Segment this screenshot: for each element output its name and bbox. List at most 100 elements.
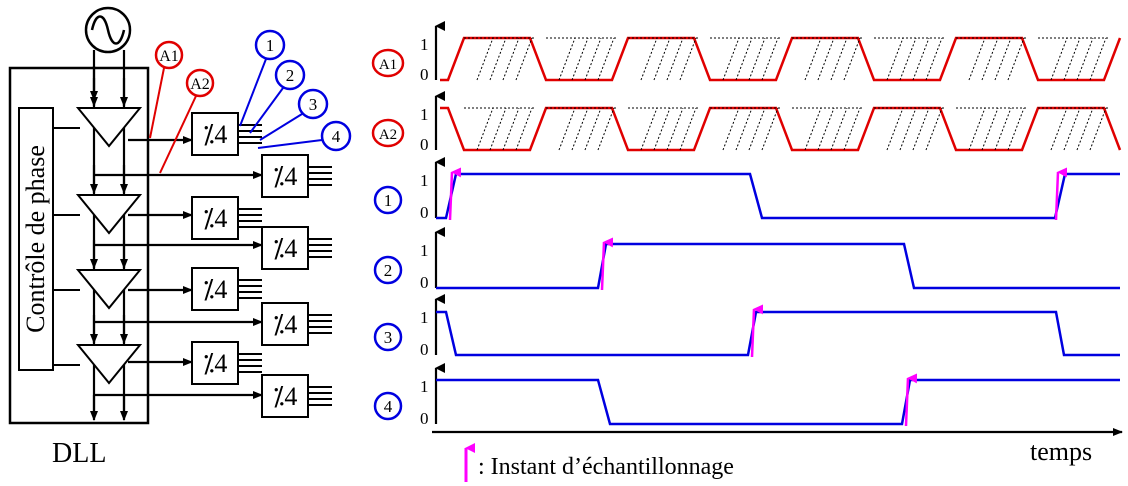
divider-box: [261, 374, 309, 418]
phase-ghost-edge: [558, 107, 576, 151]
phase-ghost-edge: [653, 107, 671, 151]
divider-label: ⁒4: [203, 120, 228, 149]
phase-ghost-edge: [722, 107, 740, 151]
timing-row-3: 103: [373, 294, 445, 359]
sampling-arrow-icon: [600, 237, 614, 291]
divider-label: ⁒4: [273, 382, 298, 411]
timing-row-4: 1 0 4: [373, 363, 445, 428]
callout-1: 1: [239, 29, 286, 127]
waveform-output-3: [436, 310, 1120, 357]
level-high-label: 1: [420, 35, 429, 54]
divider-box: [191, 341, 239, 385]
level-high-label: 1: [420, 377, 429, 396]
phase-ghost-edge: [830, 37, 848, 81]
divider-label: ⁒4: [203, 349, 228, 378]
phase-ghost-edge: [925, 37, 943, 81]
dll-block-diagram: DLL Contrôle de phase ⁒4⁒4⁒4⁒4⁒4⁒4⁒4⁒4 A…: [8, 6, 352, 469]
divider-box: [191, 196, 239, 240]
divider-box: [191, 267, 239, 311]
phase-ghost-edge: [912, 107, 930, 151]
oscillator-icon: [84, 6, 132, 54]
phase-ghost-edge: [489, 37, 507, 81]
callout-a1: A1: [149, 40, 184, 139]
phase-ghost-edge: [666, 107, 684, 151]
delay-buffer: [75, 194, 143, 235]
time-axis-label: temps: [1030, 437, 1092, 466]
divider-by-4: ⁒4: [128, 341, 262, 385]
phase-ghost-edge: [489, 107, 507, 151]
timing-row-2: 102: [373, 227, 445, 292]
phase-ghost-edge: [515, 107, 533, 151]
phase-ghost-edge: [1050, 37, 1068, 81]
callout-a2: A2: [159, 68, 215, 174]
row-id-label: 2: [384, 261, 393, 280]
level-low-label: 0: [420, 273, 429, 292]
phase-ghost-edge: [886, 37, 904, 81]
row-id-circle: [371, 48, 405, 78]
phase-ghost-edge: [476, 107, 494, 151]
callout-3: 3: [259, 88, 329, 141]
phase-ghost-edge: [994, 107, 1012, 151]
row-id-label: 3: [384, 328, 393, 347]
waveform-output-4: [436, 378, 1120, 426]
row-id-circle: [371, 118, 405, 148]
phase-ghost-edge: [761, 37, 779, 81]
svg-text:4: 4: [332, 127, 341, 146]
callout-2: 2: [249, 59, 306, 134]
divider-label: ⁒4: [273, 234, 298, 263]
svg-text:2: 2: [286, 66, 295, 85]
divider-box: [261, 302, 309, 346]
delay-buffer: [75, 344, 143, 385]
phase-ghost-edge: [679, 37, 697, 81]
divider-by-4: ⁒4: [128, 196, 262, 240]
row-id-label: 4: [384, 397, 393, 416]
divider-by-4: ⁒4: [94, 226, 332, 270]
phase-ghost-edge: [925, 107, 943, 151]
phase-ghost-edge: [981, 107, 999, 151]
divider-by-4: ⁒4: [128, 112, 262, 156]
sampling-arrow-icon: [750, 304, 764, 358]
phase-ghost-edge: [502, 107, 520, 151]
row-id-label: 1: [384, 191, 393, 210]
timing-row-1: 1 0 1: [373, 157, 445, 222]
waveform-a1: [440, 36, 1122, 82]
phase-ghost-edge: [1076, 107, 1094, 151]
sampling-arrow-icon: [1054, 167, 1068, 221]
level-high-label: 1: [420, 105, 429, 124]
phase-ghost-edge: [843, 37, 861, 81]
phase-ghost-edge: [735, 37, 753, 81]
svg-text:A2: A2: [190, 76, 210, 93]
level-low-label: 0: [420, 203, 429, 222]
level-low-label: 0: [420, 65, 429, 84]
delay-buffer: [75, 269, 143, 310]
phase-ghost-edge: [748, 107, 766, 151]
divider-label: ⁒4: [203, 275, 228, 304]
divider-label: ⁒4: [273, 310, 298, 339]
phase-ghost-edge: [761, 107, 779, 151]
divider-label: ⁒4: [273, 162, 298, 191]
level-low-label: 0: [420, 409, 429, 428]
row-id-label: A1: [379, 57, 397, 73]
divider-box: [191, 112, 239, 156]
svg-text:A1: A1: [159, 48, 179, 65]
level-high-label: 1: [420, 171, 429, 190]
phase-ghost-edge: [968, 107, 986, 151]
phase-control-box: [18, 107, 54, 371]
phase-ghost-edge: [1089, 37, 1107, 81]
level-high-label: 1: [420, 308, 429, 327]
phase-ghost-edge: [558, 37, 576, 81]
phase-ghost-edge: [1063, 37, 1081, 81]
svg-text:3: 3: [309, 95, 318, 114]
waveform-output-2: [436, 242, 1120, 290]
phase-ghost-edge: [722, 37, 740, 81]
row-id-circle: [373, 185, 403, 215]
phase-ghost-edge: [912, 37, 930, 81]
phase-ghost-edge: [830, 107, 848, 151]
phase-ghost-edge: [584, 37, 602, 81]
phase-ghost-edge: [899, 37, 917, 81]
phase-ghost-edge: [817, 107, 835, 151]
phase-ghost-edge: [640, 107, 658, 151]
